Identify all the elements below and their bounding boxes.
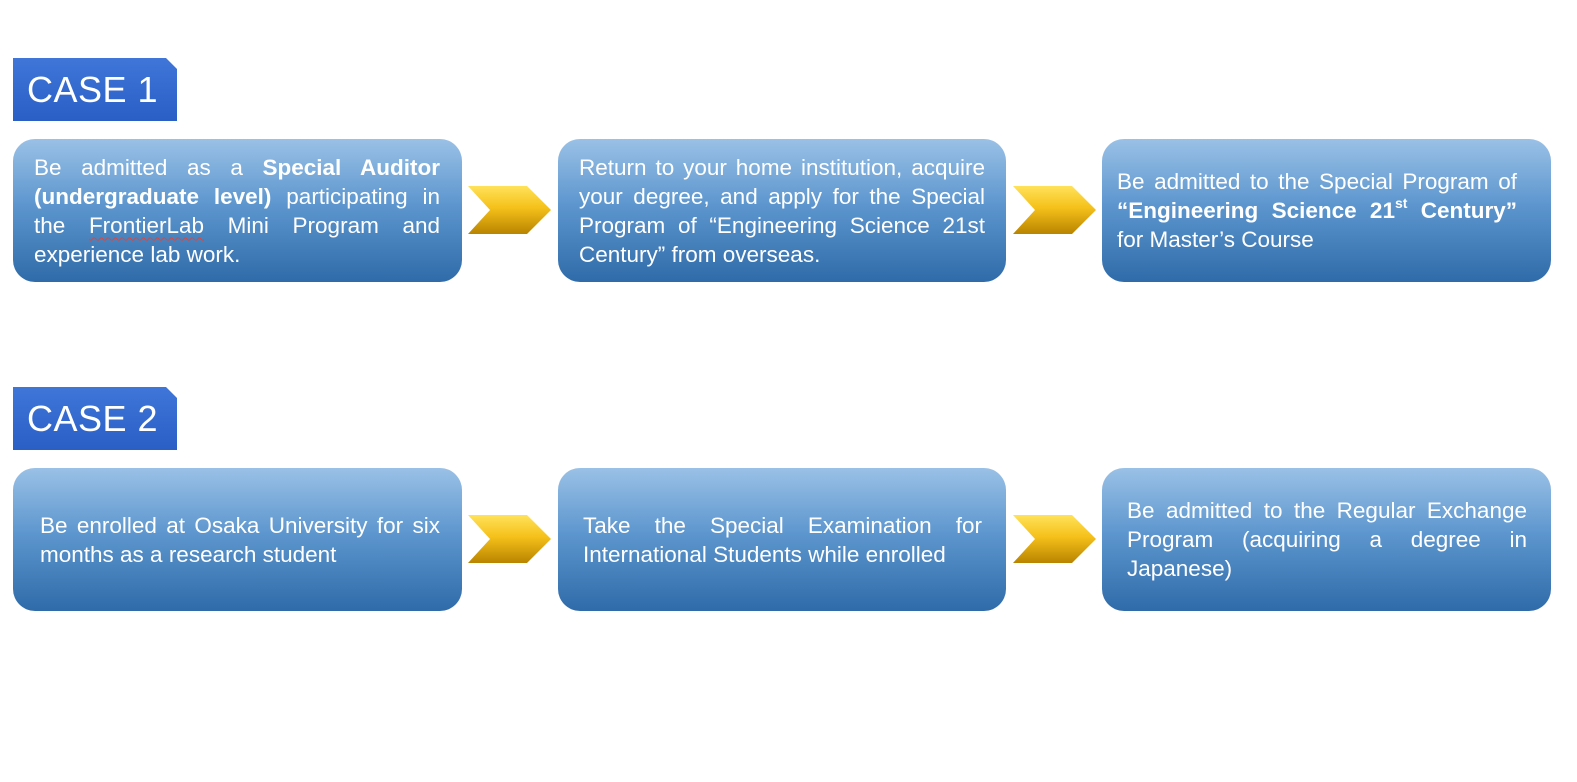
spellcheck-word: FrontierLab [88,212,204,238]
chevron-right-icon [468,186,551,234]
chevron-right-icon [1013,186,1096,234]
case-2-label: CASE 2 [13,387,177,450]
step-text: Be admitted to the Regular Exchange Prog… [1127,498,1527,581]
step-text: Be enrolled at Osaka University for six … [40,512,440,567]
chevron-right-icon [468,515,551,563]
case-1-label: CASE 1 [13,58,177,121]
case-2-step-2: Take the Special Examination for Interna… [558,468,1006,611]
case-1-step-1: Be admitted as a Special Auditor (underg… [13,139,462,282]
chevron-right-icon [1013,515,1096,563]
step-text: Be admitted as a Special Auditor (underg… [34,154,441,267]
step-text: Return to your home institution, acquire… [579,154,985,267]
step-text: Be admitted to the Special Program of “E… [1117,169,1517,252]
case-1-step-3: Be admitted to the Special Program of “E… [1102,139,1551,282]
case-2-step-3: Be admitted to the Regular Exchange Prog… [1102,468,1551,611]
case-2-step-1: Be enrolled at Osaka University for six … [13,468,462,611]
case-1-step-2: Return to your home institution, acquire… [558,139,1006,282]
step-text: Take the Special Examination for Interna… [583,512,982,567]
